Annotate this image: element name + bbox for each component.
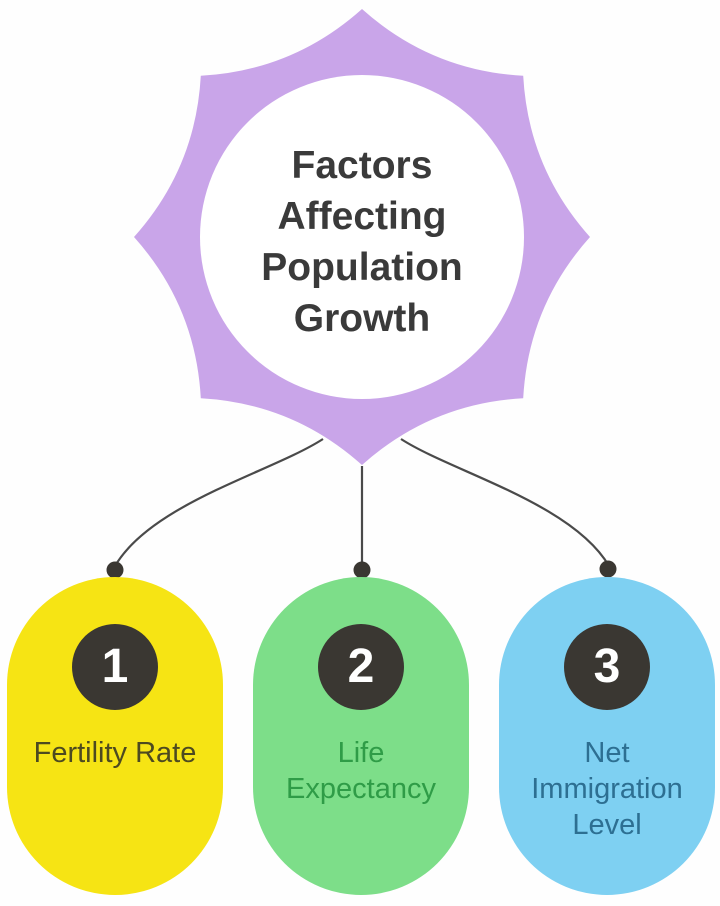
connector-line-right xyxy=(400,438,610,567)
connector-dot-middle xyxy=(353,561,371,579)
factor-number-badge: 1 xyxy=(72,624,158,710)
connector-dot-right xyxy=(599,560,617,578)
factor-node-life-expectancy: 2 Life Expectancy xyxy=(253,577,469,895)
connector-dot-left xyxy=(106,561,124,579)
factor-node-net-immigration-level: 3 Net Immigration Level xyxy=(499,577,715,895)
factor-number-badge: 2 xyxy=(318,624,404,710)
factor-number-badge: 3 xyxy=(564,624,650,710)
factor-label: Fertility Rate xyxy=(33,737,197,769)
factor-node-fertility-rate: 1 Fertility Rate xyxy=(7,577,223,895)
connector-line-left xyxy=(114,438,324,567)
diagram-title: Factors Affecting Population Growth xyxy=(261,144,463,340)
factor-label: Net Immigration Level xyxy=(531,737,683,841)
factor-label: Life Expectancy xyxy=(286,737,436,805)
star-inner-circle xyxy=(200,75,524,399)
